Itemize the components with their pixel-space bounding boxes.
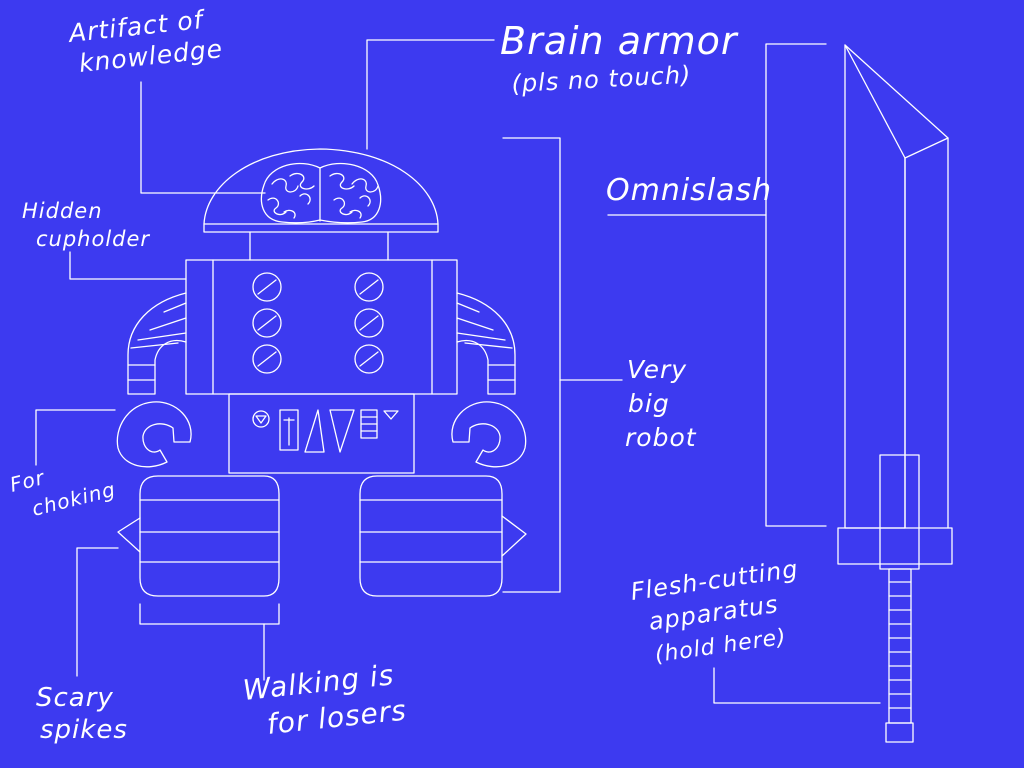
labels: Artifact of knowledge Brain armor (pls n…	[7, 5, 800, 745]
brain-dome	[203, 148, 439, 233]
right-claw	[451, 401, 527, 468]
brain-icon	[260, 162, 382, 224]
torso-bolts	[252, 272, 384, 374]
brain-armor-note: (pls no touch)	[511, 61, 692, 98]
left-tread	[117, 475, 280, 597]
omnislash-label: Omnislash	[606, 173, 772, 208]
robot-label-line1: Very	[627, 355, 687, 384]
right-tread	[359, 475, 527, 597]
choking-label-line1: For	[7, 465, 47, 497]
sword-figure	[837, 44, 953, 743]
cupholder-label-line2: cupholder	[36, 227, 150, 251]
sword-handle	[885, 568, 914, 743]
spikes-label-line2: spikes	[40, 715, 128, 745]
robot-neck	[249, 231, 389, 261]
right-arm	[456, 292, 516, 395]
leader-lines	[35, 39, 881, 704]
brain-armor-label: Brain armor	[500, 19, 739, 63]
sword-blade	[844, 44, 949, 529]
left-claw	[116, 401, 192, 468]
left-arm	[127, 292, 187, 395]
robot-torso	[185, 259, 458, 395]
sword-guard	[837, 454, 953, 570]
robot-figure	[116, 148, 527, 597]
robot-label-line2: big	[628, 389, 670, 418]
spikes-label-line1: Scary	[36, 683, 114, 713]
robot-label-line3: robot	[625, 423, 697, 452]
cupholder-label-line1: Hidden	[22, 199, 103, 223]
control-panel	[228, 393, 415, 474]
